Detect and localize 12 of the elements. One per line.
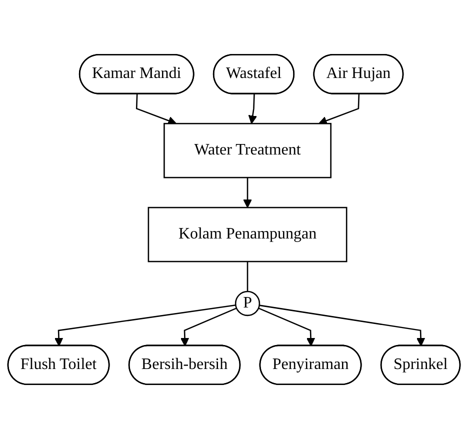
- node-box: Kolam Penampungan: [148, 206, 348, 262]
- node-circle: P: [234, 290, 260, 316]
- arrow: [248, 94, 258, 124]
- arrow: [259, 304, 426, 346]
- arrow: [318, 94, 360, 125]
- arrow: [136, 94, 177, 125]
- node-box: Water Treatment: [164, 122, 332, 178]
- arrow: [180, 308, 237, 346]
- arrow: [243, 178, 252, 208]
- arrow: [54, 304, 236, 346]
- arrow: [258, 308, 316, 346]
- connector: [246, 262, 248, 292]
